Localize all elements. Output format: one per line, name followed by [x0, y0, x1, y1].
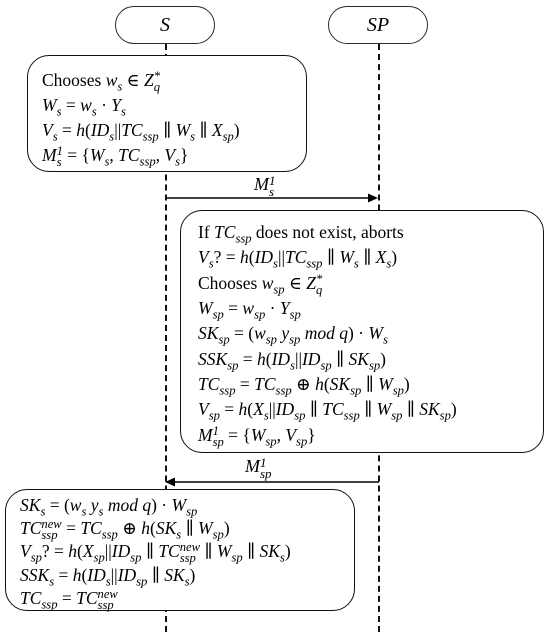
equation-line: SSKsp = h(IDs||IDsp ∥ SKsp) — [198, 348, 386, 373]
equation-line: If TCssp does not exist, aborts — [198, 222, 404, 246]
message-arrow-sp-to-s — [165, 477, 379, 487]
actor-sp-label: SP — [366, 13, 390, 36]
equation-line: SKsp = (wsp ysp mod q) · Ws — [198, 323, 388, 347]
equation-line: Vs? = h(IDs||TCssp ∥ Ws ∥ Xs) — [198, 247, 398, 271]
equation-line: Chooses ws ∈ Z*q — [42, 68, 161, 94]
equation-line: Vs = h(IDs||TCssp ∥ Ws ∥ Xsp) — [42, 120, 240, 144]
equation-line: Wsp = wsp · Ysp — [198, 298, 301, 322]
equation-line: SKs = (ws ys mod q) · Wsp — [20, 495, 198, 519]
actor-s: S — [115, 6, 215, 44]
equation-line: SSKs = h(IDs||IDsp ∥ SKs) — [20, 564, 196, 589]
equation-line: Ws = ws · Ys — [42, 95, 126, 119]
equation-line: TCssp = TCssp ⊕ h(SKsp ∥ Wsp) — [198, 374, 410, 398]
actor-s-label: S — [160, 13, 170, 36]
equation-line: Vsp = h(Xs||IDsp ∥ TCssp ∥ Wsp ∥ SKsp) — [198, 399, 457, 423]
actor-sp: SP — [328, 6, 428, 44]
s-lifeline — [165, 44, 167, 632]
message-arrow-s-to-sp — [167, 193, 378, 203]
equation-line: Chooses wsp ∈ Z*q — [198, 271, 323, 297]
